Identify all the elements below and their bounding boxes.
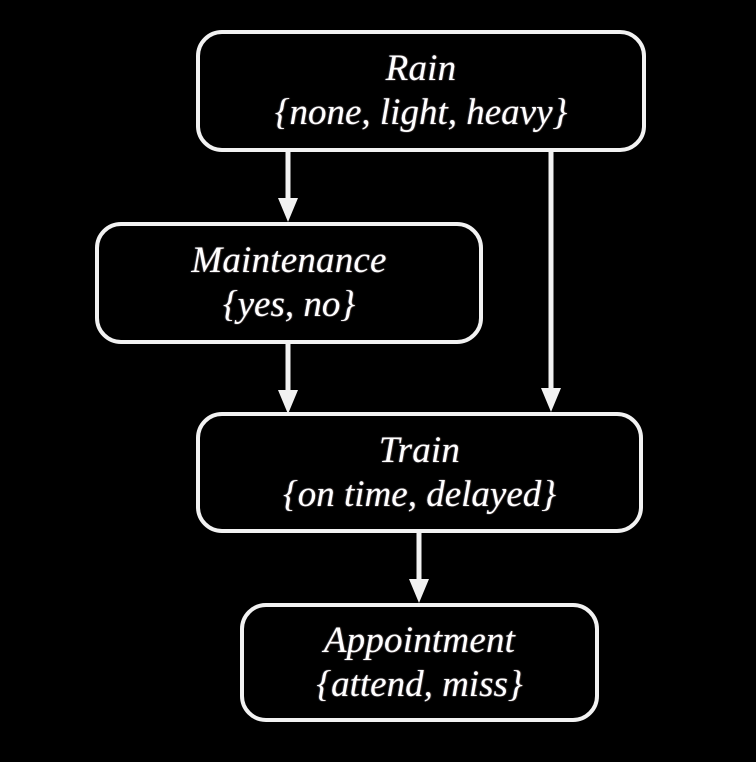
node-appointment-label: Appointment — [323, 619, 516, 661]
node-maintenance-label: Maintenance — [191, 240, 387, 282]
node-train-label: Train — [378, 429, 461, 471]
node-rain-states: {none, light, heavy} — [274, 92, 568, 133]
edge-rain-to-maintenance — [266, 150, 310, 226]
node-maintenance[interactable]: Maintenance {yes, no} — [95, 222, 483, 344]
node-train-states: {on time, delayed} — [282, 473, 557, 515]
edge-rain-to-train — [529, 150, 573, 416]
edge-train-to-appointment — [397, 531, 441, 607]
node-rain[interactable]: Rain {none, light, heavy} — [196, 30, 646, 152]
node-rain-label: Rain — [385, 48, 457, 90]
node-appointment[interactable]: Appointment {attend, miss} — [240, 603, 599, 722]
edge-maintenance-to-train — [266, 342, 310, 418]
node-train[interactable]: Train {on time, delayed} — [196, 412, 643, 533]
node-maintenance-states: {yes, no} — [222, 284, 356, 325]
node-appointment-states: {attend, miss} — [316, 663, 523, 705]
